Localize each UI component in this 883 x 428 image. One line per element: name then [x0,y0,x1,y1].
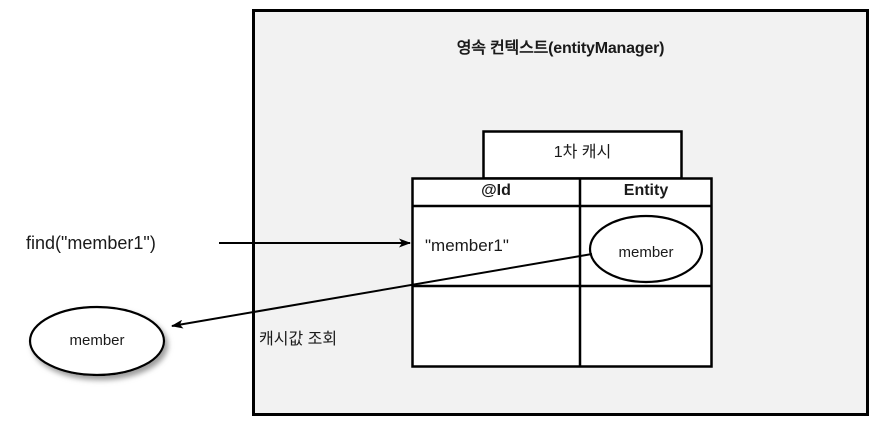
table-header-id: @Id [481,182,511,199]
first-level-cache-box [482,130,683,180]
cache-lookup-label: 캐시값 조회 [259,331,338,348]
find-call-label: find("member1") [26,233,156,253]
cache-lookup-arrow [171,253,593,329]
table-header-entity: Entity [623,182,669,199]
page-title: 영속 컨텍스트(entityManager) [456,40,665,57]
entity-ellipse-label: member [618,244,674,261]
result-ellipse-label: member [69,332,125,349]
result-ellipse [28,305,166,377]
first-level-cache-label: 1차 캐시 [553,144,612,161]
table-cell-id-value: "member1" [425,236,509,255]
entity-ellipse [588,214,704,284]
